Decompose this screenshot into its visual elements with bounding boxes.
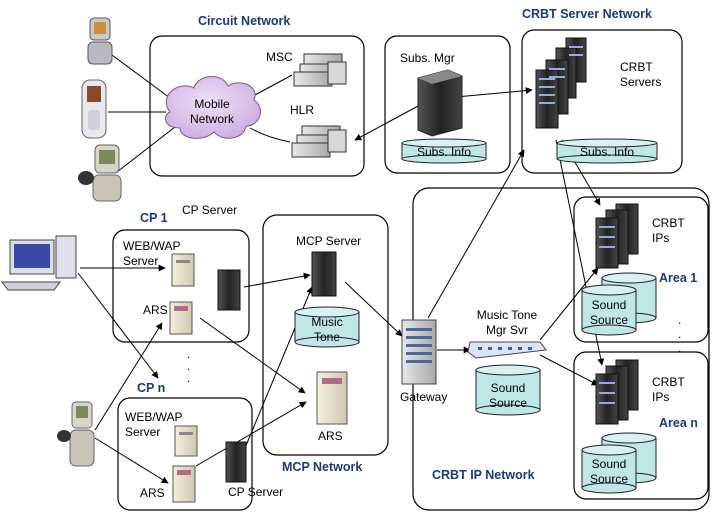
area-ellipsis-1: . bbox=[678, 313, 681, 327]
music-tone-mgr-label-1: Music Tone bbox=[477, 308, 538, 322]
cp1-ars-server-icon bbox=[169, 301, 193, 335]
cpn-ars-server-icon bbox=[172, 465, 196, 503]
msc-label: MSC bbox=[266, 50, 293, 64]
cpn-web-label-2: Server bbox=[125, 425, 160, 439]
crbt-servers-icon bbox=[535, 37, 587, 129]
mcp-ars-label: ARS bbox=[318, 429, 343, 443]
area1-crbt-ips-icon bbox=[595, 203, 639, 269]
subs-info-label-1: Subs. Info bbox=[417, 145, 471, 159]
connection-lines bbox=[77, 54, 605, 484]
music-tone-mgr-server-icon bbox=[467, 341, 547, 359]
circuit-network-title: Circuit Network bbox=[198, 14, 290, 28]
msc-server-icon bbox=[293, 53, 347, 87]
cp-ellipsis-1: . bbox=[187, 347, 190, 361]
desktop-computer-icon bbox=[1, 235, 77, 291]
subs-mgr-server-icon bbox=[417, 69, 463, 137]
area1-crbt-ips-label-1: CRBT bbox=[652, 216, 685, 230]
mobile-network-cloud-icon bbox=[164, 76, 261, 139]
mobile-phone-1-icon bbox=[87, 17, 113, 65]
mcp-server-icon bbox=[311, 251, 337, 297]
cp1-web-server-icon bbox=[171, 253, 195, 287]
crbt-ip-network-title: CRBT IP Network bbox=[432, 468, 535, 482]
crbt-subs-info-database-icon bbox=[556, 138, 658, 164]
arean-title: Area n bbox=[659, 416, 698, 430]
mobile-network-label-1: Mobile bbox=[194, 97, 230, 111]
sound-source-label-2: Source bbox=[489, 396, 527, 410]
mobile-network-label-2: Network bbox=[190, 112, 235, 126]
mcp-ars-server-icon bbox=[316, 371, 348, 425]
crbt-subs-info-label: Subs. Info bbox=[580, 145, 634, 159]
mcp-server-label: MCP Server bbox=[296, 234, 361, 248]
cp1-cp-server-icon bbox=[217, 269, 241, 311]
mcp-network-title: MCP Network bbox=[282, 460, 362, 474]
cpn-cp-server-icon bbox=[225, 441, 247, 483]
area1-crbt-ips-label-2: IPs bbox=[652, 231, 669, 245]
hlr-label: HLR bbox=[290, 103, 314, 117]
crbt-server-network-title: CRBT Server Network bbox=[522, 7, 652, 21]
mobile-phone-n-icon bbox=[57, 401, 95, 467]
sound-source-database-icon bbox=[475, 364, 541, 416]
area1-sound-source-label-1: Sound bbox=[592, 298, 627, 312]
cp1-server-title: CP Server bbox=[182, 203, 237, 217]
arean-crbt-ips-label-2: IPs bbox=[652, 390, 669, 404]
cpn-web-label-1: WEB/WAP bbox=[125, 410, 183, 424]
cp1-title: CP 1 bbox=[140, 211, 168, 225]
area1-sound-source-label-2: Source bbox=[590, 313, 628, 327]
cp1-ars-label: ARS bbox=[143, 303, 168, 317]
area-ellipsis-3: . bbox=[678, 341, 681, 355]
cp-ellipsis-2: . bbox=[187, 359, 190, 373]
crbt-servers-label-1: CRBT bbox=[620, 60, 653, 74]
crbt-servers-label-2: Servers bbox=[620, 75, 661, 89]
subs-mgr-label: Subs. Mgr bbox=[400, 51, 455, 65]
mobile-phone-2-icon bbox=[81, 79, 107, 139]
arean-sound-source-database-icon bbox=[581, 432, 657, 494]
hlr-server-icon bbox=[291, 125, 347, 158]
arean-crbt-ips-label-1: CRBT bbox=[652, 375, 685, 389]
music-tone-mgr-label-2: Mgr Svr bbox=[486, 323, 528, 337]
area-ellipsis-2: . bbox=[678, 327, 681, 341]
gateway-label: Gateway bbox=[400, 390, 447, 404]
cpn-title: CP n bbox=[137, 381, 165, 395]
music-tone-label-2: Tone bbox=[314, 330, 340, 344]
cpn-web-server-icon bbox=[174, 425, 198, 457]
cp1-web-label-2: Server bbox=[123, 254, 158, 268]
music-tone-label-1: Music bbox=[311, 315, 342, 329]
mobile-phone-3-icon bbox=[78, 144, 122, 202]
area1-title: Area 1 bbox=[659, 271, 697, 285]
arean-sound-source-label-2: Source bbox=[590, 472, 628, 486]
sound-source-label-1: Sound bbox=[491, 381, 526, 395]
music-tone-database-icon bbox=[294, 306, 360, 348]
cp1-web-label-1: WEB/WAP bbox=[123, 239, 181, 253]
arean-sound-source-label-1: Sound bbox=[592, 457, 627, 471]
arean-crbt-ips-icon bbox=[595, 359, 639, 425]
subs-info-database-icon bbox=[401, 138, 487, 164]
cp-ellipsis-3: . bbox=[187, 371, 190, 385]
cpn-ars-label: ARS bbox=[140, 486, 165, 500]
area1-sound-source-database-icon bbox=[581, 272, 657, 336]
gateway-icon bbox=[401, 319, 437, 385]
cpn-server-title: CP Server bbox=[228, 485, 283, 499]
